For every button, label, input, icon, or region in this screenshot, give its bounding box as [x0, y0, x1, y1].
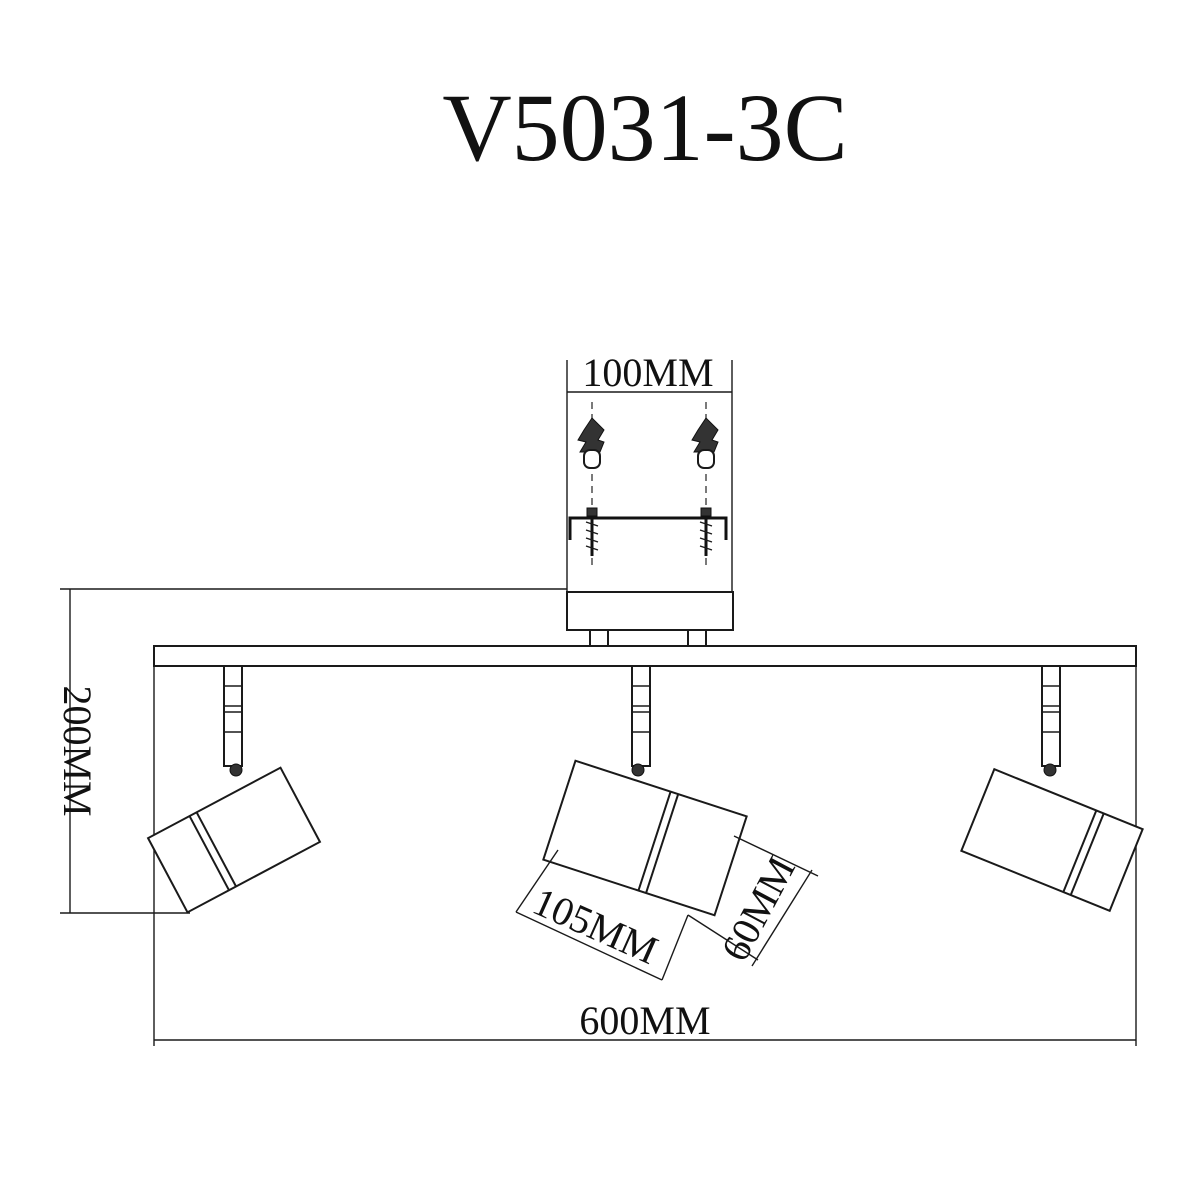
total-width-label: 600MM — [579, 998, 710, 1043]
wall-anchor-right — [691, 417, 719, 469]
width-dimension: 600MM — [153, 666, 1137, 1046]
screw-left — [585, 507, 599, 556]
spotlight-left — [146, 665, 322, 914]
height-dimension: 200MM — [55, 588, 567, 914]
wall-anchor-left — [577, 417, 605, 469]
spotlight-center: 105MM 60MM — [515, 665, 819, 981]
total-height-label: 200MM — [55, 685, 100, 816]
mounting-detail: 100MM — [566, 350, 733, 592]
mounting-bracket — [568, 516, 728, 540]
screw-right — [699, 507, 713, 556]
spotlight-right — [960, 665, 1144, 913]
main-bar — [153, 645, 1137, 667]
model-title: V5031-3C — [442, 74, 847, 181]
ceiling-canopy — [566, 591, 734, 647]
mount-width-label: 100MM — [582, 350, 713, 395]
